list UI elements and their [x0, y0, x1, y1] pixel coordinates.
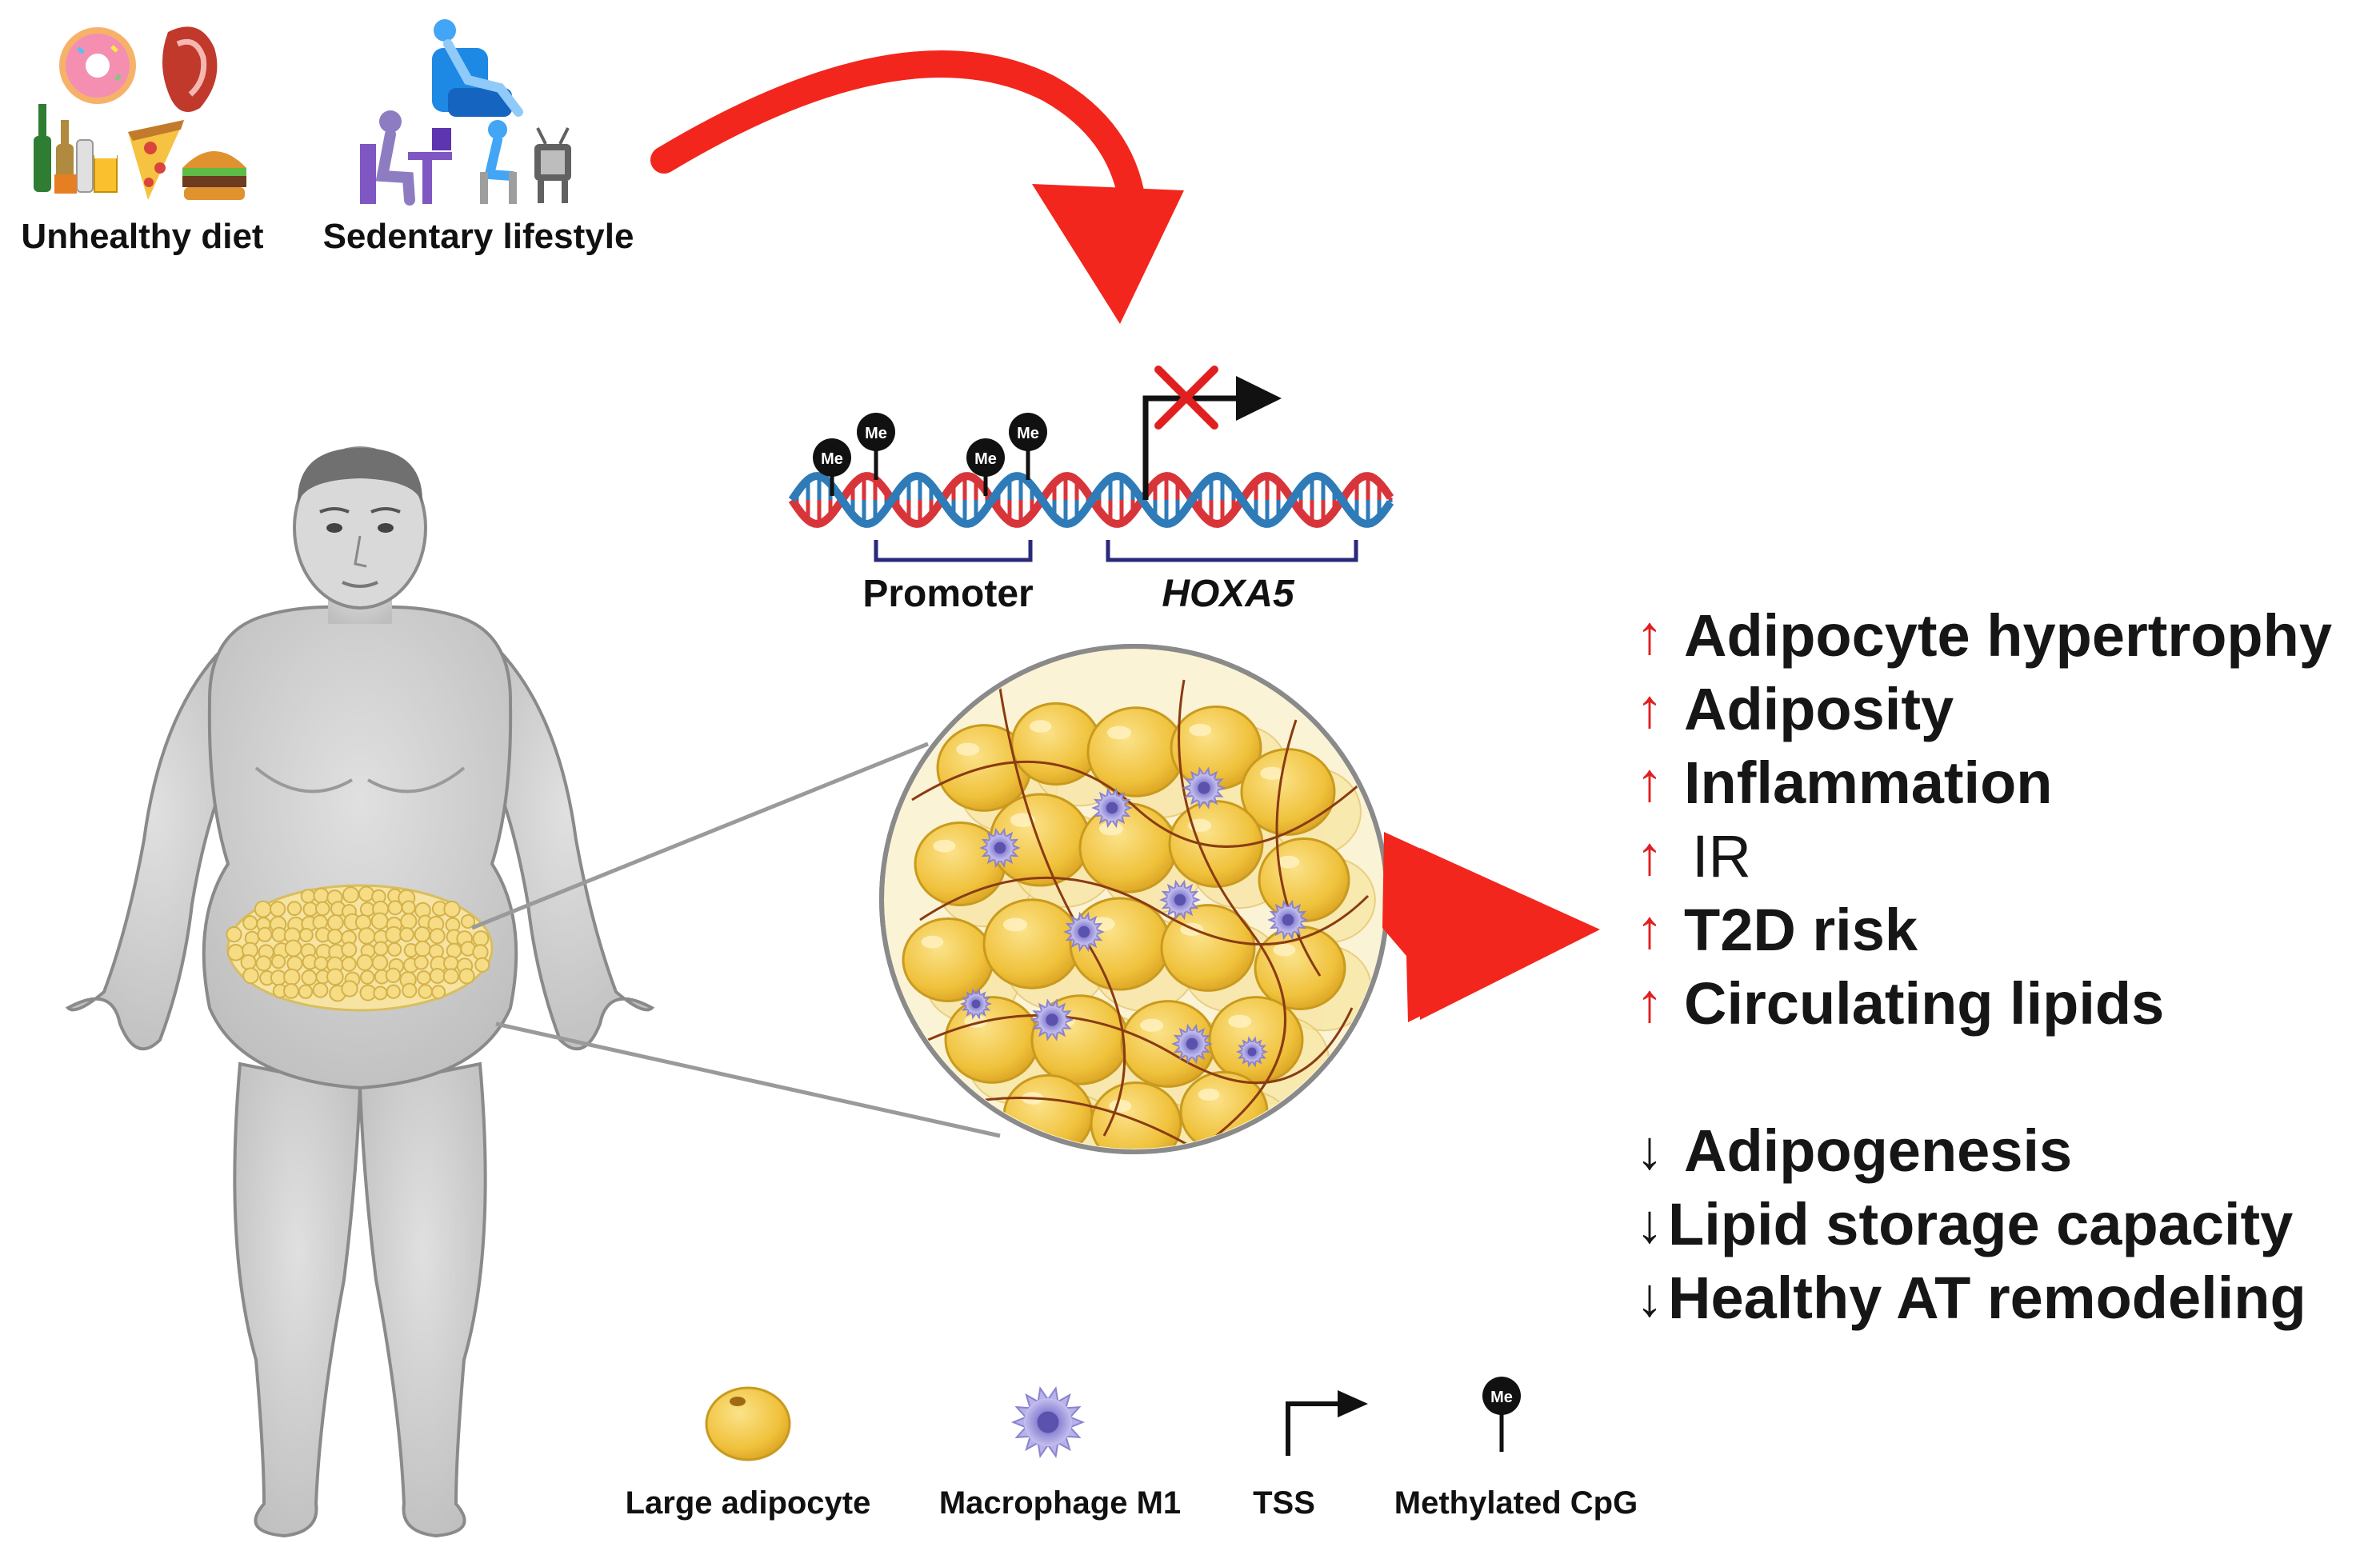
- legend-large-adipocyte-label: Large adipocyte: [626, 1485, 871, 1521]
- effect-label: Circulating lipids: [1684, 969, 2165, 1037]
- macrophage-icon: [1182, 766, 1226, 809]
- macrophage-icon: [1235, 1036, 1269, 1068]
- effect-item-down: ↓ Adipogenesis: [1636, 1113, 2332, 1187]
- effect-item-up: ↑ Circulating lipids: [1636, 966, 2332, 1040]
- promoter-bracket: [874, 540, 1033, 562]
- obese-person-figure: [65, 446, 655, 1538]
- effect-item-up: ↑ Adipocyte hypertrophy: [1636, 598, 2332, 672]
- effect-item-down: ↓Healthy AT remodeling: [1636, 1261, 2332, 1334]
- methylated-cpg-icon: Me: [813, 438, 851, 496]
- effect-label: Inflammation: [1684, 749, 2053, 816]
- svg-text:Me: Me: [865, 425, 887, 442]
- zoom-lines: [471, 742, 1001, 1138]
- tss-icon: [1286, 1390, 1368, 1456]
- effect-item-up: ↑ T2D risk: [1636, 893, 2332, 966]
- up-arrow-icon: ↑: [1636, 678, 1663, 739]
- effect-arrow-icon: [1382, 832, 1600, 1022]
- up-arrow-icon: ↑: [1636, 973, 1663, 1033]
- svg-text:Me: Me: [1017, 425, 1039, 442]
- up-arrow-icon: ↑: [1636, 825, 1663, 886]
- effect-item-down: ↓Lipid storage capacity: [1636, 1187, 2332, 1261]
- legend-methylated-cpg-label: Methylated CpG: [1394, 1485, 1638, 1521]
- sedentary-lifestyle-icon: [360, 19, 571, 206]
- svg-text:Me: Me: [821, 450, 843, 468]
- unhealthy-diet-label: Unhealthy diet: [21, 217, 263, 256]
- macrophage-icon: [1159, 879, 1201, 921]
- hoxa5-bracket: [1106, 540, 1358, 562]
- macrophage-icon: [1010, 1386, 1086, 1458]
- effect-item-up: ↑ IR: [1636, 819, 2332, 893]
- methylation-marks: Me Me Me Me: [813, 413, 1047, 496]
- effects-list: ↑ Adipocyte hypertrophy ↑ Adiposity ↑ Infla…: [1636, 598, 2332, 1334]
- macrophage-icon: [1267, 899, 1309, 941]
- dna-helix-icon: [788, 471, 1394, 529]
- up-arrow-icon: ↑: [1636, 605, 1663, 666]
- adipose-tissue-zoom: [879, 644, 1390, 1154]
- effect-label: Adipocyte hypertrophy: [1684, 602, 2332, 669]
- effect-label: IR: [1692, 822, 1751, 889]
- svg-text:Me: Me: [1490, 1389, 1513, 1406]
- svg-text:Me: Me: [974, 450, 997, 468]
- hoxa5-gene-label: HOXA5: [1162, 573, 1295, 615]
- methylated-cpg-icon: Me: [1482, 1377, 1521, 1452]
- effect-item-up: ↑ Adiposity: [1636, 672, 2332, 746]
- curved-arrow-icon: [650, 50, 1184, 324]
- methylated-cpg-icon: Me: [966, 438, 1005, 496]
- macrophage-icon: [959, 988, 993, 1020]
- macrophage-icon: [1010, 1386, 1086, 1458]
- macrophage-icon: [1030, 998, 1074, 1041]
- macrophage-icon: [1063, 911, 1105, 953]
- up-arrow-icon: ↑: [1636, 752, 1663, 813]
- macrophage-icon: [979, 827, 1021, 869]
- effect-label: Adiposity: [1684, 675, 1954, 742]
- down-arrow-icon: ↓: [1636, 1267, 1663, 1328]
- unhealthy-diet-icon: [34, 26, 246, 200]
- effect-label: Adipogenesis: [1684, 1117, 2073, 1184]
- macrophage-icon: [1171, 1023, 1213, 1065]
- up-arrow-icon: ↑: [1636, 899, 1663, 960]
- effect-label: Lipid storage capacity: [1668, 1190, 2294, 1257]
- legend-tss-label: TSS: [1253, 1485, 1315, 1521]
- macrophage-icon: [1091, 787, 1133, 829]
- down-arrow-icon: ↓: [1636, 1193, 1663, 1254]
- sedentary-lifestyle-label: Sedentary lifestyle: [323, 217, 634, 256]
- methylated-cpg-icon: Me: [1009, 413, 1047, 480]
- legend-macrophage-label: Macrophage M1: [939, 1485, 1181, 1521]
- effect-label: T2D risk: [1684, 896, 1918, 963]
- effect-label: Healthy AT remodeling: [1668, 1264, 2306, 1331]
- large-adipocyte-icon: [705, 1386, 791, 1461]
- down-arrow-icon: ↓: [1636, 1120, 1663, 1181]
- effect-item-up: ↑ Inflammation: [1636, 746, 2332, 819]
- legend: Large adipocyte Macrophage M1 TSS Me Met…: [626, 1377, 1638, 1521]
- promoter-label: Promoter: [862, 573, 1033, 615]
- tss-blocked-icon: [1142, 366, 1282, 500]
- methylated-cpg-icon: Me: [857, 413, 895, 480]
